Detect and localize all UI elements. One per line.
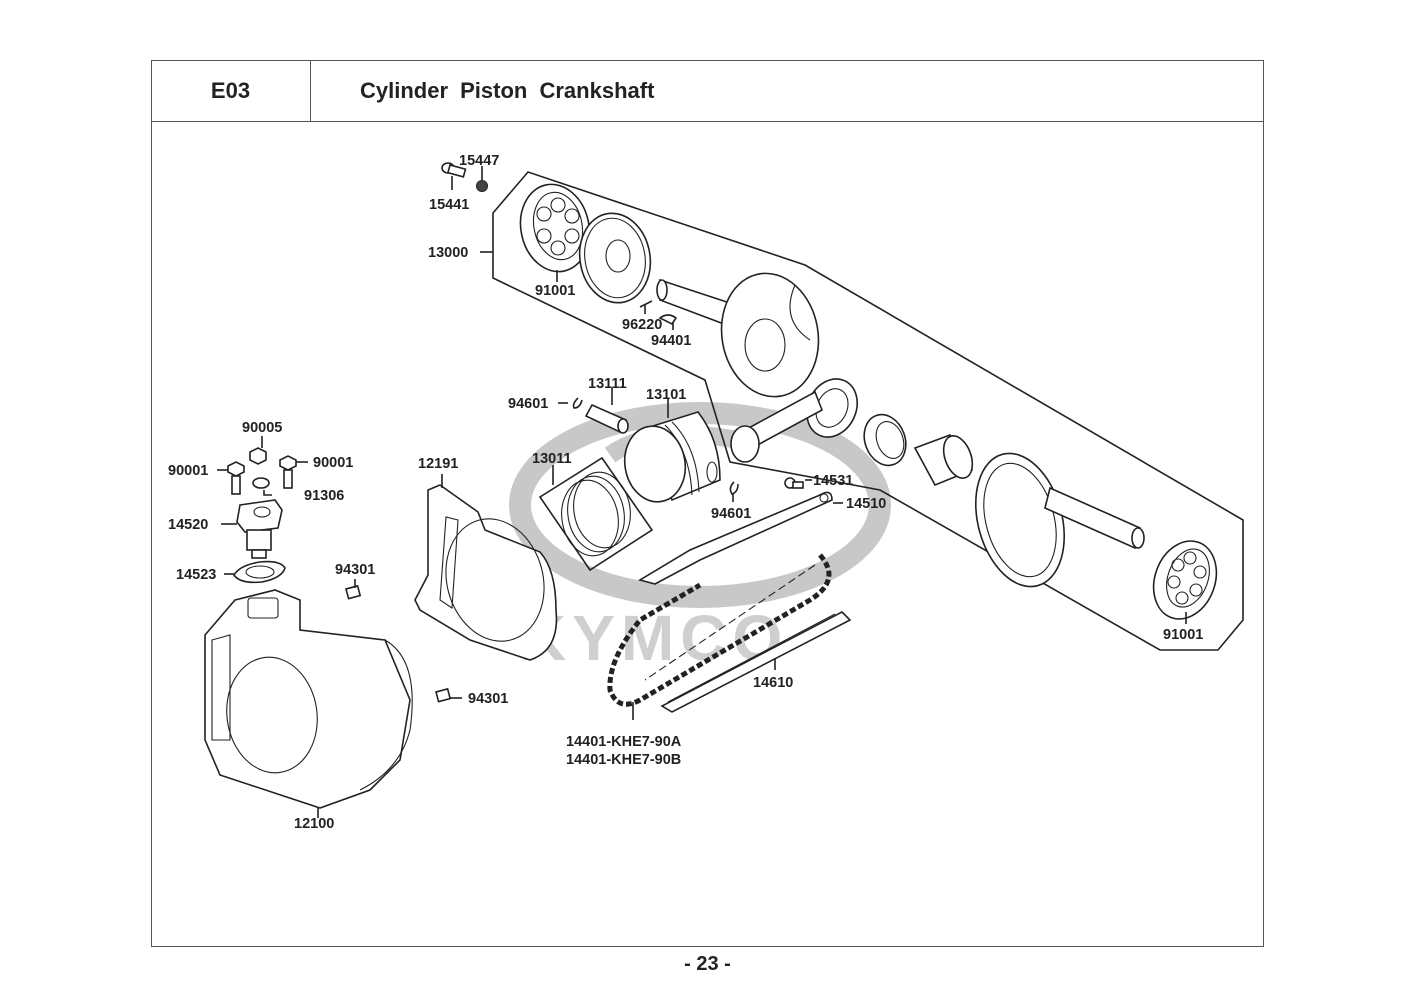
section-code: E03 <box>151 60 311 122</box>
part-13101-piston <box>623 411 721 503</box>
part-90001-bolt-left <box>227 461 245 495</box>
label-90005: 90005 <box>242 420 282 436</box>
label-13101: 13101 <box>646 387 686 403</box>
part-14523-gasket <box>233 560 286 584</box>
label-14401-90b: 14401-KHE7-90B <box>566 752 681 768</box>
part-crankshaft-left-half <box>656 272 820 398</box>
diagram-frame <box>151 60 1264 947</box>
part-90001-bolt-right <box>279 455 297 489</box>
part-96220-key <box>639 300 653 308</box>
part-13011-piston-rings <box>561 471 631 557</box>
label-14610: 14610 <box>753 675 793 691</box>
label-12191: 12191 <box>418 456 458 472</box>
label-13111: 13111 <box>588 376 627 392</box>
label-91001-top: 91001 <box>535 283 575 299</box>
part-14520-cam-chain-tensioner <box>236 499 283 559</box>
part-90005-bolt <box>249 447 267 465</box>
label-13000: 13000 <box>428 245 468 261</box>
label-94301-top: 94301 <box>335 562 375 578</box>
label-96220: 96220 <box>622 317 662 333</box>
label-14523: 14523 <box>176 567 216 583</box>
part-91001-bearing-bottom <box>1152 540 1218 620</box>
label-94401: 94401 <box>651 333 691 349</box>
page-number: - 23 - <box>684 953 731 975</box>
part-14531-bolt <box>784 477 804 489</box>
part-12100-cylinder <box>204 589 413 809</box>
label-13011: 13011 <box>532 451 572 467</box>
part-12191-cylinder-gasket <box>414 484 558 661</box>
part-crankshaft-right-half <box>974 452 1145 588</box>
part-14401-cam-chain <box>607 553 832 707</box>
part-14610-chain-guide <box>660 611 852 713</box>
part-91001-bearing-top <box>519 183 591 273</box>
part-crank-pin <box>913 434 974 487</box>
label-14401-90a: 14401-KHE7-90A <box>566 734 682 750</box>
label-91306: 91306 <box>304 488 344 504</box>
part-91306-o-ring <box>252 477 270 489</box>
part-14510-tensioner-arm <box>637 491 833 585</box>
label-94601-right: 94601 <box>711 506 751 522</box>
label-15441: 15441 <box>429 197 469 213</box>
part-needle-bearing <box>863 413 907 467</box>
label-14510: 14510 <box>846 496 886 512</box>
part-connecting-rod <box>730 378 858 463</box>
part-94301-dowel-top <box>345 584 362 600</box>
label-90001-left: 90001 <box>168 463 208 479</box>
label-90001-right: 90001 <box>313 455 353 471</box>
part-94301-dowel-bottom <box>435 687 452 703</box>
part-94401-woodruff-key <box>658 314 678 326</box>
label-12100: 12100 <box>294 816 334 832</box>
label-14531: 14531 <box>813 473 853 489</box>
part-94601-circlip-right <box>729 481 739 495</box>
label-14520: 14520 <box>168 517 208 533</box>
crankshaft-assembly-outline <box>492 171 1244 651</box>
label-94601-left: 94601 <box>508 396 548 412</box>
part-94601-circlip-left <box>572 397 583 409</box>
label-94301-bottom: 94301 <box>468 691 508 707</box>
part-13111-piston-pin <box>584 403 629 434</box>
label-91001-bottom: 91001 <box>1163 627 1203 643</box>
part-15441-pin <box>441 162 467 178</box>
part-oil-seal <box>578 212 652 304</box>
part-15447-nut <box>476 180 488 192</box>
page-title: Cylinder Piston Crankshaft <box>311 60 1264 122</box>
label-15447: 15447 <box>459 153 499 169</box>
